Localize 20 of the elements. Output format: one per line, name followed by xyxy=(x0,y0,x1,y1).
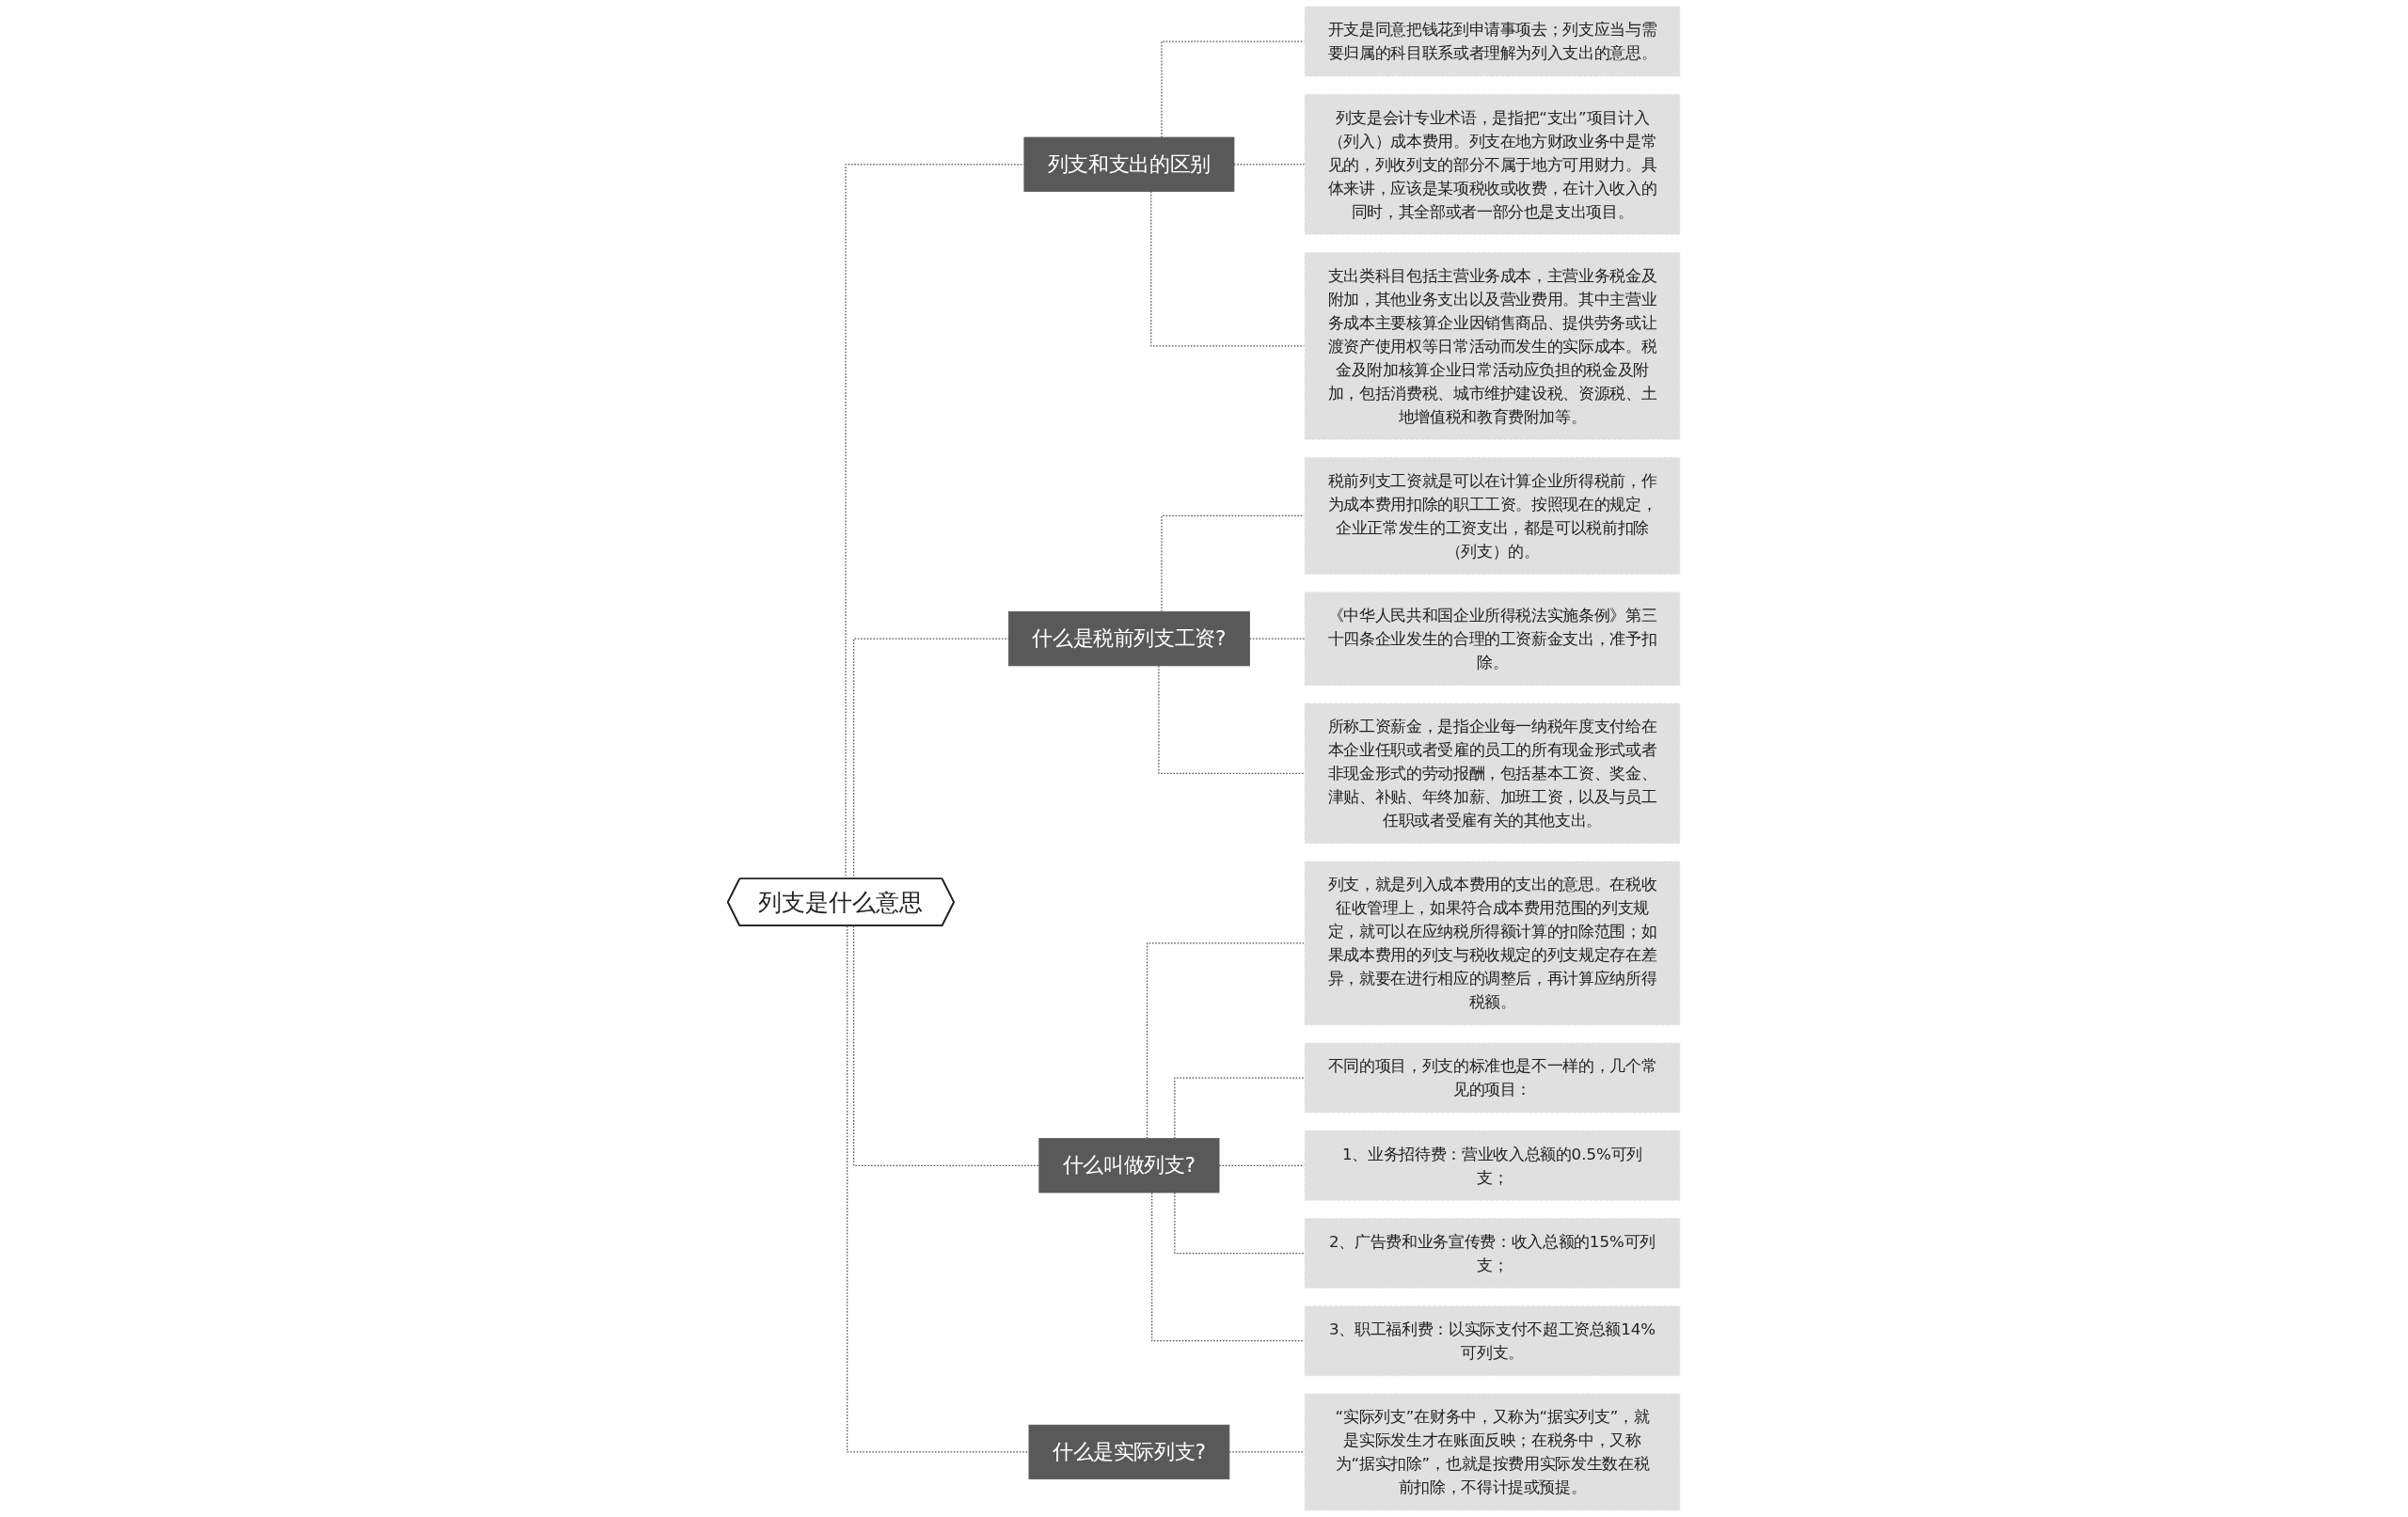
node-box: 所称工资薪金，是指企业每一纳税年度支付给在本企业任职或者受雇的员工的所有现金形式或者非现金形式的劳动报酬，包括基本工资、奖金、津贴、补贴、年终加薪、加班工资，以及与员工任职或者受雇有关的其他支出。 xyxy=(1304,703,1681,845)
node-box: 什么是实际列支? xyxy=(1028,1424,1230,1480)
connector xyxy=(1161,514,1306,613)
connector xyxy=(1161,40,1306,138)
node-box: 不同的项目，列支的标准也是不一样的，几个常见的项目： xyxy=(1304,1042,1681,1114)
node-box: 2、广告费和业务宣传费：收入总额的15%可列支； xyxy=(1304,1217,1681,1289)
node-box: 什么是税前列支工资? xyxy=(1007,611,1250,667)
node-box: 支出类科目包括主营业务成本，主营业务税金及附加，其他业务支出以及营业费用。其中主营业务成本主要核算企业因销售商品、提供劳务或让渡资产使用权等日常活动而发生的实际成本。税金及附加核算企业日常活动应负担的税金及附加，包括消费税、城市维护建设税、资源税、土地增值税和教育费附加等。 xyxy=(1304,251,1681,441)
node-box: 什么叫做列支? xyxy=(1038,1138,1220,1193)
node-box: 3、职工福利费：以实际支付不超工资总额14%可列支。 xyxy=(1304,1304,1681,1377)
node-box: 1、业务招待费：营业收入总额的0.5%可列支； xyxy=(1304,1130,1681,1202)
node-box: “实际列支”在财务中，又称为“据实列支”，就是实际发生才在账面反映；在税务中，又称为“据实扣除”，也就是按费用实际发生数在税前扣除，不得计提或预提。 xyxy=(1304,1393,1681,1511)
node-box: 开支是同意把钱花到申请事项去；列支应当与需要归属的科目联系或者理解为列入支出的意思。 xyxy=(1304,6,1681,77)
node-box: 税前列支工资就是可以在计算企业所得税前，作为成本费用扣除的职工工资。按照现在的规定，企业正常发生的工资支出，都是可以税前扣除（列支）的。 xyxy=(1304,456,1681,576)
connector xyxy=(1228,1451,1306,1453)
node-box: 列支和支出的区别 xyxy=(1023,136,1235,192)
node-box: 列支是会计专业术语，是指把“支出”项目计入（列入）成本费用。列支在地方财政业务中是常见的，列收列支的部分不属于地方可用财力。具体来讲，应该是某项税收或收费，在计入收入的同时，其全部或者一部分也是支出项目。 xyxy=(1304,93,1681,236)
node-box: 《中华人民共和国企业所得税法实施条例》第三十四条企业发生的合理的工资薪金支出，准予扣除。 xyxy=(1304,591,1681,687)
connector xyxy=(853,925,1040,1166)
node-box: 列支，就是列入成本费用的支出的意思。在税收征收管理上，如果符合成本费用范围的列支规定，就可以在应纳税所得额计算的扣除范围；如果成本费用的列支与税收规定的列支规定存在差异，就要在进行相应的调整后，再计算应纳所得税额。 xyxy=(1304,861,1681,1026)
